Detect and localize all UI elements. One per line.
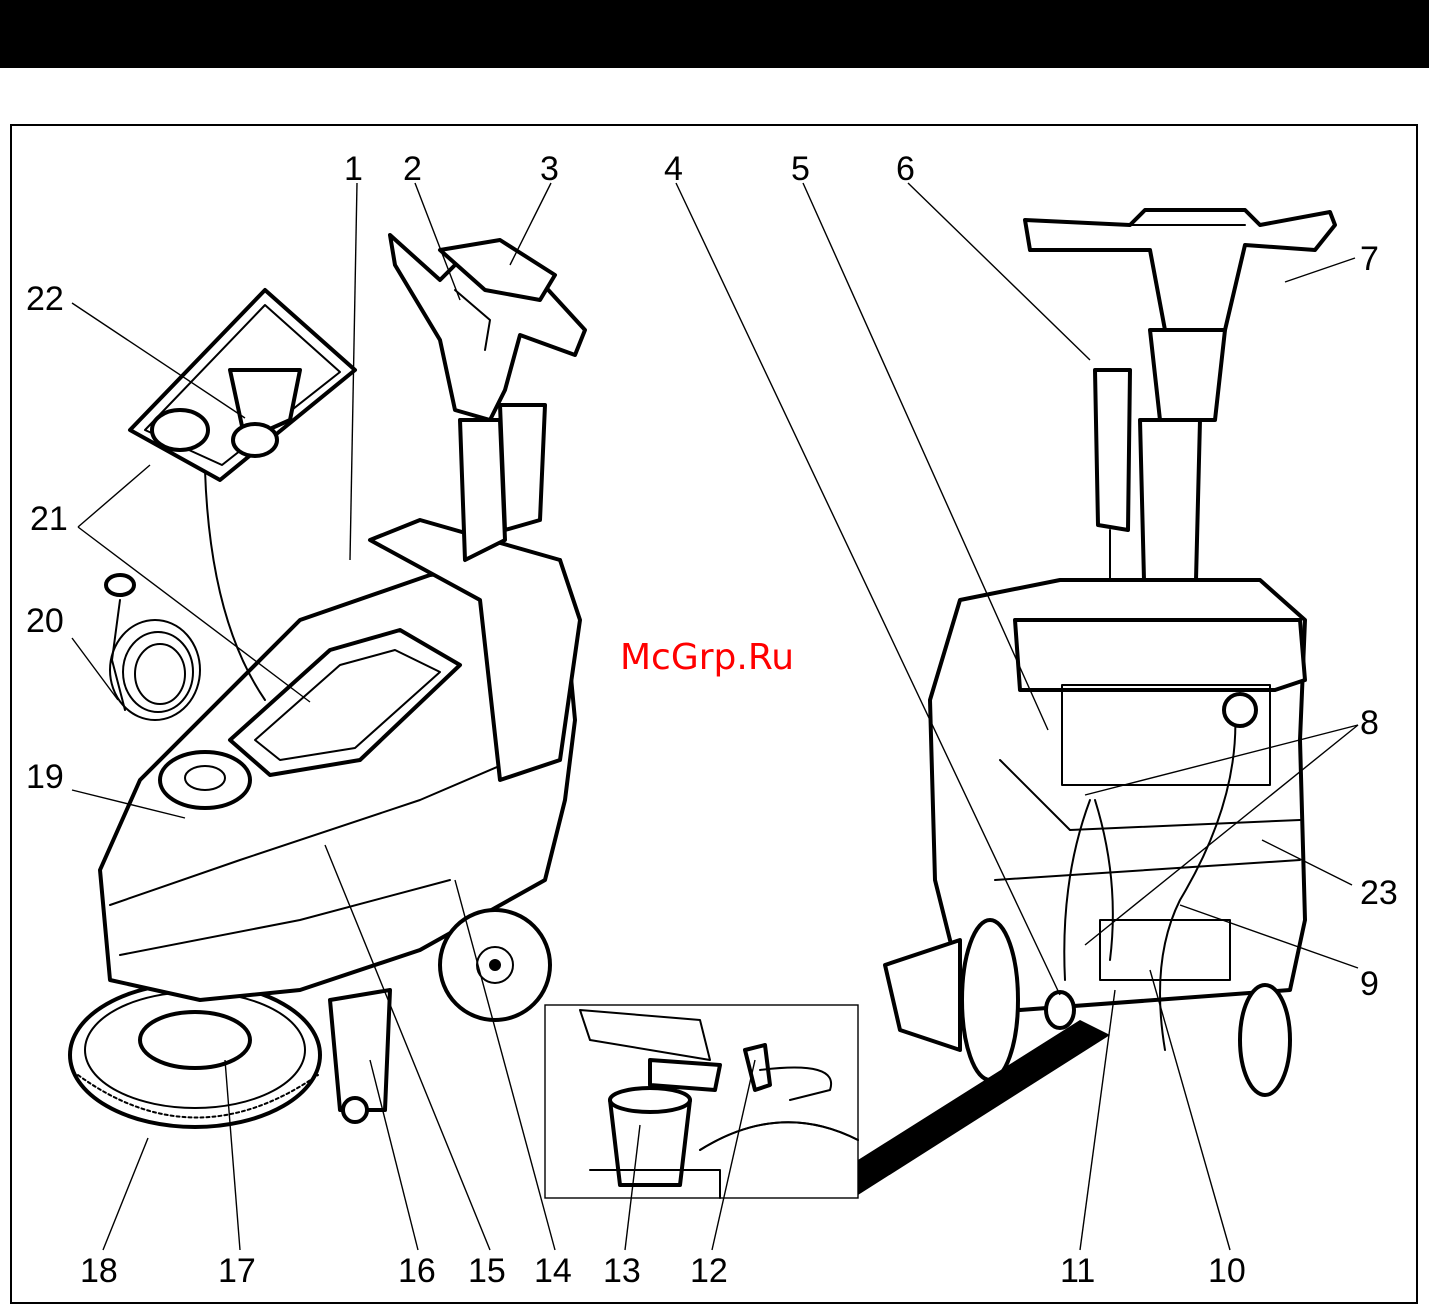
watermark-text: McGrp.Ru bbox=[620, 637, 794, 678]
callout-2: 2 bbox=[403, 150, 422, 188]
filter-cover-drawing bbox=[130, 290, 355, 480]
callout-14: 14 bbox=[534, 1252, 572, 1290]
callout-9: 9 bbox=[1360, 965, 1379, 1003]
callout-20: 20 bbox=[26, 602, 64, 640]
callout-21: 21 bbox=[30, 500, 68, 538]
callout-19: 19 bbox=[26, 758, 64, 796]
callout-5: 5 bbox=[791, 150, 810, 188]
callout-8: 8 bbox=[1360, 704, 1379, 742]
callout-3: 3 bbox=[540, 150, 559, 188]
callout-10: 10 bbox=[1208, 1252, 1246, 1290]
callout-16: 16 bbox=[398, 1252, 436, 1290]
callout-7: 7 bbox=[1360, 240, 1379, 278]
callout-1: 1 bbox=[344, 150, 363, 188]
callout-6: 6 bbox=[896, 150, 915, 188]
callout-13: 13 bbox=[603, 1252, 641, 1290]
rear-machine-drawing bbox=[885, 210, 1335, 1095]
callout-17: 17 bbox=[218, 1252, 256, 1290]
callout-22: 22 bbox=[26, 280, 64, 318]
callout-4: 4 bbox=[664, 150, 683, 188]
callout-12: 12 bbox=[690, 1252, 728, 1290]
callout-15: 15 bbox=[468, 1252, 506, 1290]
callout-23: 23 bbox=[1360, 874, 1398, 912]
hose-coil-drawing bbox=[106, 575, 200, 720]
inset-detail[interactable] bbox=[545, 1005, 1110, 1198]
callout-18: 18 bbox=[80, 1252, 118, 1290]
callout-11: 11 bbox=[1060, 1252, 1095, 1290]
